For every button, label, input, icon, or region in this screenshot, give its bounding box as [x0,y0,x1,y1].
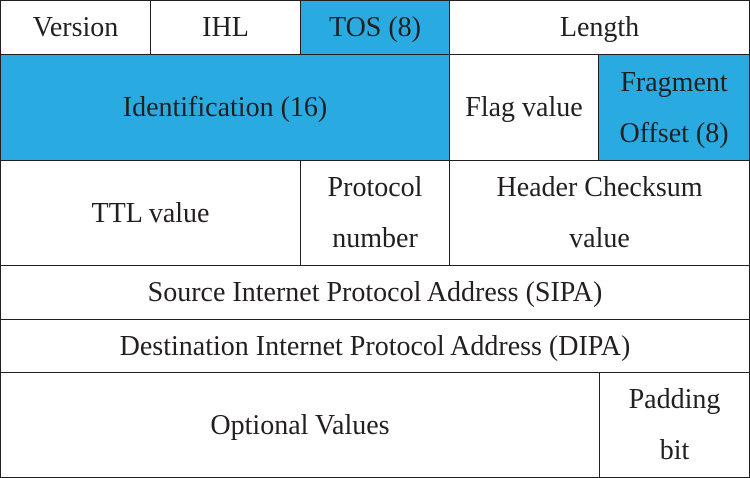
field-destination-address: Destination Internet Protocol Address (D… [0,319,750,373]
field-tos: TOS (8) [300,0,450,55]
field-header-checksum-label-line2: value [569,223,630,254]
field-length-label: Length [559,12,640,43]
field-source-address: Source Internet Protocol Address (SIPA) [0,265,750,320]
field-version: Version [0,0,151,55]
field-padding-label-line2: bit [659,435,690,466]
field-ihl: IHL [150,0,301,55]
field-fragment-offset-label-line1: Fragment [620,66,728,98]
field-ttl: TTL value [0,160,301,266]
field-optional-values-label: Optional Values [210,409,390,441]
field-fragment-offset: Fragment Offset (8) [598,54,750,161]
field-length: Length [449,0,750,55]
field-ttl-label: TTL value [91,197,210,229]
field-source-address-label: Source Internet Protocol Address (SIPA) [147,277,603,308]
field-protocol-label-line1: Protocol [327,172,423,203]
field-flag-label: Flag value [465,92,583,123]
field-ihl-label: IHL [202,12,249,43]
field-version-label: Version [32,12,119,43]
field-fragment-offset-label-line2: Offset (8) [619,117,729,149]
field-flag: Flag value [449,54,599,161]
field-identification: Identification (16) [0,54,450,161]
field-identification-label: Identification (16) [122,92,328,123]
field-header-checksum-label-line1: Header Checksum [496,172,703,203]
field-header-checksum: Header Checksum value [449,160,750,266]
field-padding-label-line1: Padding [628,384,721,415]
field-padding: Padding bit [599,372,750,478]
field-protocol: Protocol number [300,160,450,266]
field-destination-address-label: Destination Internet Protocol Address (D… [119,330,631,362]
field-optional-values: Optional Values [0,372,600,478]
field-tos-label: TOS (8) [328,12,422,43]
field-protocol-label-line2: number [332,223,418,254]
